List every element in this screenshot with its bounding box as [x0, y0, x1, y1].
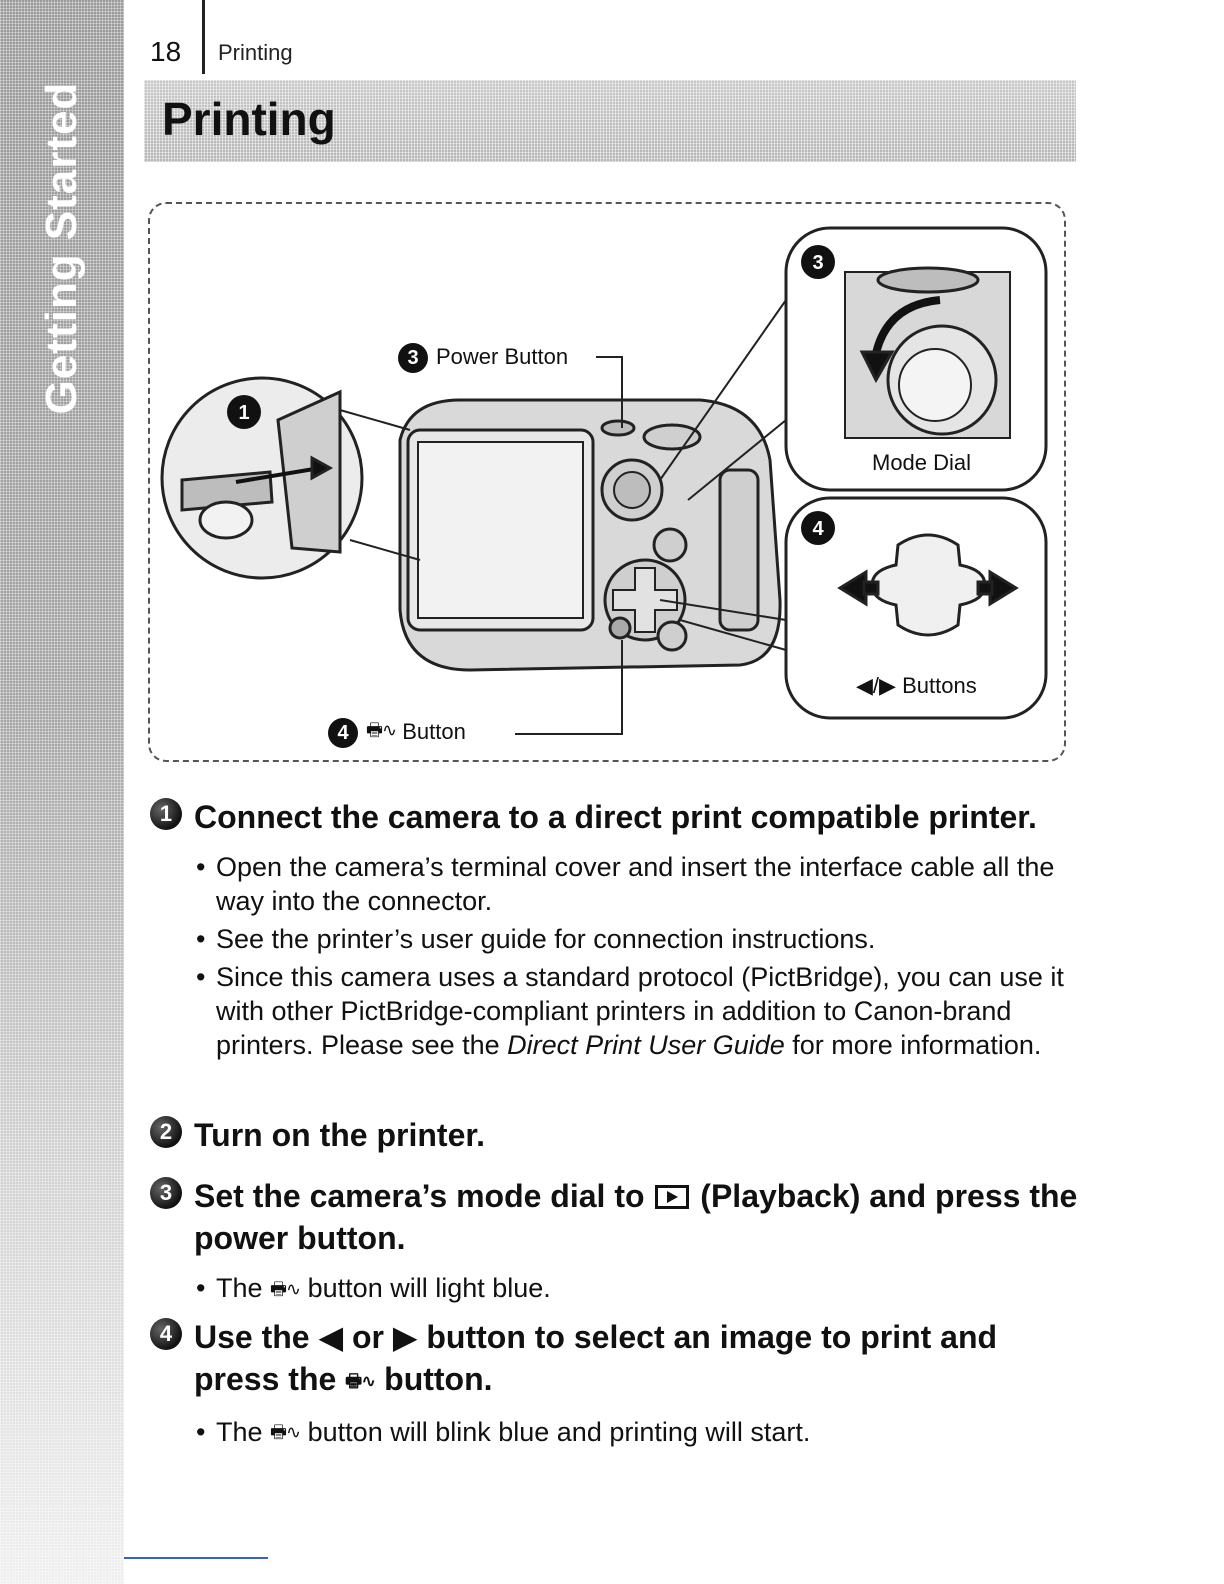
- callout-label: Power Button: [436, 343, 569, 369]
- step-number: 3: [150, 1177, 182, 1209]
- callout-label: Buttons: [902, 673, 977, 698]
- callout-number: 3: [398, 343, 428, 373]
- bullet: Open the camera’s terminal cover and ins…: [194, 850, 1080, 918]
- step-4: 4 Use the ◀ or ▶ button to select an ima…: [150, 1316, 1080, 1454]
- playback-icon: [655, 1184, 690, 1209]
- print-share-icon: 🖶∿: [366, 720, 397, 741]
- chapter-side-tab: Getting Started: [0, 0, 124, 1584]
- bullet-text: for more information.: [784, 1030, 1042, 1060]
- chapter-side-tab-label: Getting Started: [37, 81, 86, 415]
- step-title: Use the ◀ or ▶ button to select an image…: [194, 1316, 1080, 1403]
- callout-label: Mode Dial: [872, 450, 972, 475]
- step-3-bullets: The 🖶∿ button will light blue.: [194, 1271, 1080, 1307]
- callout-label: Button: [402, 718, 466, 744]
- left-arrow-icon: ◀: [318, 1319, 344, 1355]
- page-number: 18: [150, 36, 182, 67]
- step-title: Turn on the printer.: [194, 1117, 485, 1153]
- footer-rule: [124, 1557, 268, 1559]
- callout-left-right-buttons: ◀/▶ Buttons: [856, 673, 977, 698]
- bullet-text: Since this camera uses a standard protoc…: [216, 962, 1064, 1060]
- bullet: Since this camera uses a standard protoc…: [194, 960, 1080, 1062]
- step-number: 1: [150, 798, 182, 830]
- callout-number: 4: [328, 718, 358, 748]
- bullet: The 🖶∿ button will blink blue and printi…: [194, 1415, 1080, 1451]
- page-title: Printing: [162, 93, 336, 145]
- bullet: The 🖶∿ button will light blue.: [194, 1271, 1080, 1307]
- step-number: 2: [150, 1116, 182, 1148]
- print-share-icon: 🖶∿: [270, 1278, 301, 1300]
- step-number: 4: [150, 1318, 182, 1350]
- guide-title: Direct Print User Guide: [507, 1030, 785, 1060]
- illustration-frame: [148, 202, 1066, 762]
- callout-print-button: 4 🖶∿ Button: [328, 718, 466, 748]
- callout-power-button: 3 Power Button: [398, 343, 568, 373]
- step-1-bullets: Open the camera’s terminal cover and ins…: [194, 850, 1080, 1062]
- title-band: [144, 80, 1076, 162]
- print-share-icon: 🖶∿: [270, 1422, 301, 1444]
- step-title: Set the camera’s mode dial to (Playback)…: [194, 1178, 1078, 1256]
- header-divider: [202, 0, 205, 74]
- print-share-icon: 🖶∿: [345, 1370, 376, 1392]
- step-3: 3 Set the camera’s mode dial to (Playbac…: [150, 1175, 1080, 1311]
- step-4-bullets: The 🖶∿ button will blink blue and printi…: [194, 1415, 1080, 1451]
- step-title: Connect the camera to a direct print com…: [194, 799, 1037, 835]
- callout-mode-dial: Mode Dial: [872, 450, 971, 476]
- step-1: 1 Connect the camera to a direct print c…: [150, 796, 1080, 1066]
- running-head: Printing: [218, 40, 293, 65]
- left-arrow-icon: ◀: [856, 673, 873, 698]
- right-arrow-icon: ▶: [879, 673, 896, 698]
- bullet: See the printer’s user guide for connect…: [194, 922, 1080, 956]
- right-arrow-icon: ▶: [392, 1319, 418, 1355]
- step-2: 2 Turn on the printer.: [150, 1114, 1080, 1156]
